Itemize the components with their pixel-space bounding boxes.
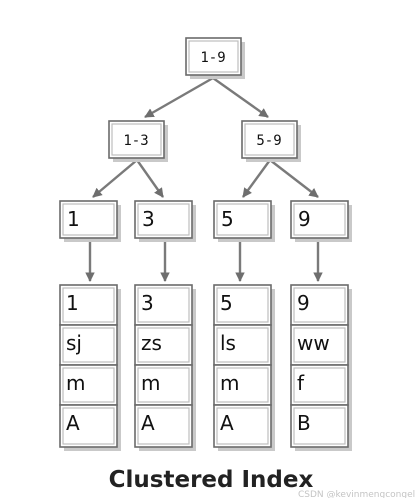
- record-stack-9: 9 ww f B: [290, 284, 352, 451]
- record-cell: sj: [66, 331, 82, 355]
- edge-right-5: [242, 159, 271, 198]
- diagram-caption: Clustered Index: [109, 467, 314, 493]
- record-cell: B: [297, 411, 311, 435]
- key-node-1-label: 1: [67, 207, 80, 231]
- key-node-5-label: 5: [221, 207, 234, 231]
- key-node-5: 5: [213, 200, 275, 242]
- record-cell: 9: [297, 291, 310, 315]
- record-cell: m: [220, 371, 239, 395]
- key-node-3-label: 3: [142, 207, 155, 231]
- record-cell: zs: [141, 331, 162, 355]
- record-cell: A: [141, 411, 155, 435]
- record-cell: A: [220, 411, 234, 435]
- watermark-text: CSDN @kevinmengcongel: [298, 490, 415, 498]
- root-node: 1-9: [185, 37, 245, 79]
- edge-root-left: [144, 76, 214, 119]
- edge-left-3: [136, 159, 164, 198]
- record-cell: ls: [220, 331, 236, 355]
- record-cell: A: [66, 411, 80, 435]
- record-cell: 5: [220, 291, 233, 315]
- record-cell: ww: [297, 331, 330, 355]
- branch-node-left-label: 1-3: [123, 133, 148, 149]
- root-node-label: 1-9: [200, 50, 225, 66]
- edge-root-right: [212, 77, 269, 118]
- record-stack-1: 1 sj m A: [59, 284, 121, 451]
- key-node-1: 1: [59, 200, 121, 242]
- key-node-9: 9: [290, 200, 352, 242]
- record-cell: 3: [141, 291, 154, 315]
- record-cell: 1: [66, 291, 79, 315]
- key-node-9-label: 9: [298, 207, 311, 231]
- branch-node-left: 1-3: [108, 120, 168, 162]
- record-cell: f: [297, 371, 305, 395]
- record-stack-5: 5 ls m A: [213, 284, 275, 451]
- branch-node-right: 5-9: [241, 120, 301, 162]
- branch-node-right-label: 5-9: [256, 133, 281, 149]
- tree-edges: [85, 76, 323, 282]
- record-stack-3: 3 zs m A: [134, 284, 196, 451]
- edge-left-1: [92, 159, 138, 198]
- record-cell: m: [66, 371, 85, 395]
- edge-right-9: [269, 159, 319, 198]
- record-cell: m: [141, 371, 160, 395]
- key-node-3: 3: [134, 200, 196, 242]
